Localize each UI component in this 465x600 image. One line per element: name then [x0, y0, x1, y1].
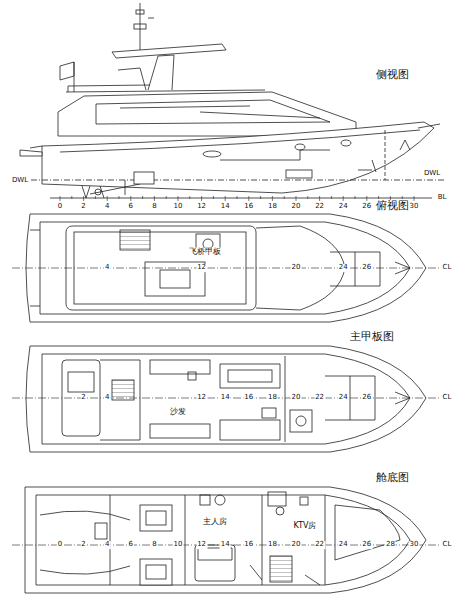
station-number: 4 — [104, 541, 110, 549]
station-number: 10 — [173, 541, 184, 549]
station-number: 26 — [361, 264, 372, 272]
station-tick — [201, 196, 202, 201]
station-number: 0 — [57, 203, 63, 211]
station-number: 24 — [338, 203, 349, 211]
station-number: 2 — [80, 394, 86, 402]
station-tick — [331, 196, 332, 199]
station-number: 14 — [220, 541, 231, 549]
station-number: 20 — [291, 394, 302, 402]
station-number: 28 — [385, 541, 396, 549]
station-tick — [95, 196, 96, 199]
station-number: 24 — [338, 264, 349, 272]
station-number: 20 — [291, 541, 302, 549]
centerline-label: CL — [442, 264, 453, 272]
station-number: 14 — [220, 394, 231, 402]
station-number: 30 — [409, 203, 420, 211]
room-label: 主人房 — [202, 518, 228, 527]
room-label: KTV房 — [293, 522, 318, 531]
main-deck-plan — [26, 346, 426, 452]
station-number: 8 — [151, 203, 157, 211]
station-number: 6 — [128, 541, 134, 549]
station-tick — [119, 196, 120, 199]
station-number: 10 — [173, 203, 184, 211]
station-tick — [225, 196, 226, 201]
station-number: 4 — [104, 203, 110, 211]
station-number: 18 — [267, 541, 278, 549]
station-number: 14 — [220, 203, 231, 211]
station-number: 4 — [104, 394, 110, 402]
room-label: 沙发 — [169, 408, 187, 417]
station-tick — [189, 196, 190, 199]
waterline-label: DWL — [423, 170, 441, 178]
station-number: 30 — [409, 541, 420, 549]
station-number: 2 — [80, 541, 86, 549]
station-number: 12 — [196, 394, 207, 402]
station-tick — [272, 196, 273, 201]
station-tick — [402, 196, 403, 199]
station-ticks — [60, 196, 414, 201]
station-tick — [107, 196, 108, 201]
station-number: 16 — [243, 541, 254, 549]
station-number: 24 — [338, 541, 349, 549]
station-tick — [355, 196, 356, 199]
waterline-label: DWL — [11, 177, 29, 185]
station-tick — [60, 196, 61, 201]
station-tick — [178, 196, 179, 201]
station-number: 26 — [361, 394, 372, 402]
station-tick — [71, 196, 72, 199]
station-tick — [248, 196, 249, 201]
view-title: 舱底图 — [375, 472, 410, 484]
baseline-label: BL — [437, 194, 448, 202]
station-tick — [83, 196, 84, 201]
deck-label: 飞桥甲板 — [188, 248, 222, 257]
station-tick — [343, 196, 344, 201]
station-tick — [414, 196, 415, 201]
station-number: 2 — [80, 203, 86, 211]
station-number: 8 — [151, 541, 157, 549]
station-tick — [260, 196, 261, 199]
station-number: 16 — [243, 203, 254, 211]
station-tick — [130, 196, 131, 201]
station-number: 20 — [291, 264, 302, 272]
station-tick — [378, 196, 379, 199]
centerline-label: CL — [442, 394, 453, 402]
station-number: 24 — [338, 394, 349, 402]
station-number: 12 — [196, 264, 207, 272]
station-number: 22 — [314, 203, 325, 211]
station-tick — [213, 196, 214, 199]
station-number: 12 — [196, 203, 207, 211]
station-tick — [166, 196, 167, 199]
station-tick — [284, 196, 285, 199]
station-number: 18 — [267, 203, 278, 211]
station-number: 22 — [314, 394, 325, 402]
station-number: 18 — [267, 394, 278, 402]
station-number: 22 — [314, 541, 325, 549]
centerline-label: CL — [442, 541, 453, 549]
station-tick — [154, 196, 155, 201]
station-tick — [142, 196, 143, 199]
station-tick — [319, 196, 320, 201]
station-number: 6 — [128, 203, 134, 211]
station-tick — [307, 196, 308, 199]
view-title: 侧视图 — [375, 69, 410, 81]
side-view — [20, 3, 445, 198]
view-title: 俯视图 — [375, 200, 410, 212]
lower-deck-plan — [25, 487, 426, 593]
station-tick — [366, 196, 367, 201]
station-number: 26 — [361, 541, 372, 549]
station-number: 20 — [291, 203, 302, 211]
station-number: 0 — [57, 541, 63, 549]
view-title: 主甲板图 — [349, 331, 395, 343]
station-number: 4 — [104, 264, 110, 272]
station-tick — [296, 196, 297, 201]
station-number: 26 — [361, 203, 372, 211]
centerlines — [12, 268, 440, 545]
station-tick — [237, 196, 238, 199]
station-number: 12 — [196, 541, 207, 549]
station-number: 16 — [243, 394, 254, 402]
